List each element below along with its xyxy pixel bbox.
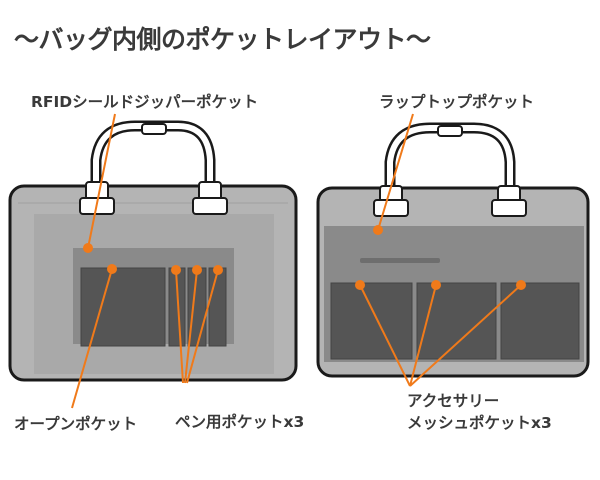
mesh-pocket-3 [501,283,579,359]
pen-pocket-3 [209,268,226,346]
left-bag-handle-left [96,126,210,190]
dot-mesh-1 [355,280,365,290]
right-bag [318,126,588,376]
dot-pen-2 [192,265,202,275]
dot-laptop [373,225,383,235]
dot-pen-1 [171,265,181,275]
dot-mesh-3 [516,280,526,290]
label-laptop-pocket: ラップトップポケット [379,92,534,113]
label-pen-pocket: ペン用ポケットx3 [175,412,304,433]
label-accessory-mesh-line2: メッシュポケットx3 [407,413,552,434]
mesh-pocket-1 [331,283,412,359]
label-open-pocket: オープンポケット [14,414,137,435]
left-bag [10,124,296,380]
dot-open [107,264,117,274]
dot-mesh-2 [431,280,441,290]
dot-pen-3 [213,265,223,275]
mesh-pocket-2 [417,283,496,359]
dot-rfid [83,243,93,253]
label-rfid-zipper-pocket: RFIDシールドジッパーポケット [31,92,258,113]
right-bag-handle [390,128,510,194]
label-accessory-mesh-line1: アクセサリー [407,391,499,412]
